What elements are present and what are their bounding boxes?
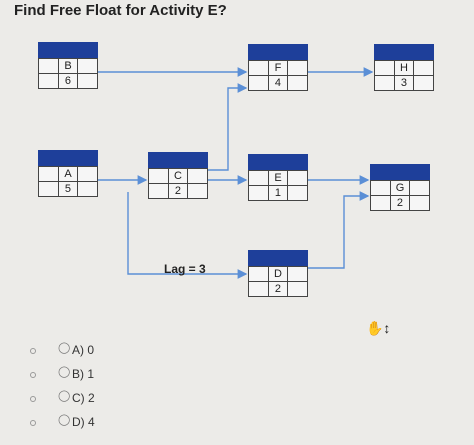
activity-name: G bbox=[389, 180, 411, 196]
activity-duration: 4 bbox=[267, 75, 289, 91]
node-header bbox=[248, 44, 308, 60]
option-label: B) 1 bbox=[72, 367, 95, 381]
activity-node-h: H 3 bbox=[374, 44, 434, 91]
node-header bbox=[38, 42, 98, 58]
activity-node-c: C 2 bbox=[148, 152, 208, 199]
activity-duration: 3 bbox=[393, 75, 415, 91]
activity-node-e: E 1 bbox=[248, 154, 308, 201]
radio-icon[interactable]: ◯ bbox=[58, 390, 71, 402]
question-title: Find Free Float for Activity E? bbox=[14, 2, 227, 19]
node-header bbox=[248, 250, 308, 266]
activity-name: E bbox=[267, 170, 289, 186]
activity-duration: 2 bbox=[167, 183, 189, 199]
option-c[interactable]: ◯ C) 2 bbox=[30, 388, 150, 406]
radio-icon[interactable]: ◯ bbox=[58, 414, 71, 426]
bullet-icon bbox=[30, 372, 36, 378]
option-d[interactable]: ◯ D) 4 bbox=[30, 412, 150, 430]
lag-label: Lag = 3 bbox=[164, 262, 206, 276]
node-header bbox=[374, 44, 434, 60]
activity-node-g: G 2 bbox=[370, 164, 430, 211]
activity-name: D bbox=[267, 266, 289, 282]
activity-name: F bbox=[267, 60, 289, 76]
option-label: C) 2 bbox=[72, 391, 95, 405]
arrow-c-d-lag bbox=[127, 192, 248, 279]
bullet-icon bbox=[30, 348, 36, 354]
activity-name: A bbox=[57, 166, 79, 182]
node-header bbox=[38, 150, 98, 166]
radio-icon[interactable]: ◯ bbox=[58, 342, 71, 354]
option-label: A) 0 bbox=[72, 343, 95, 357]
activity-duration: 2 bbox=[267, 281, 289, 297]
bullet-icon bbox=[30, 420, 36, 426]
node-header bbox=[370, 164, 430, 180]
arrow-d-g bbox=[308, 191, 370, 269]
activity-duration: 2 bbox=[389, 195, 411, 211]
arrow-c-f bbox=[208, 83, 248, 171]
option-a[interactable]: ◯ A) 0 bbox=[30, 340, 150, 358]
activity-name: B bbox=[57, 58, 79, 74]
activity-node-b: B 6 bbox=[38, 42, 98, 89]
activity-duration: 1 bbox=[267, 185, 289, 201]
radio-icon[interactable]: ◯ bbox=[58, 366, 71, 378]
activity-node-f: F 4 bbox=[248, 44, 308, 91]
hand-cursor-icon: ✋↕ bbox=[366, 320, 391, 336]
option-label: D) 4 bbox=[72, 415, 95, 429]
activity-node-a: A 5 bbox=[38, 150, 98, 197]
activity-name: C bbox=[167, 168, 189, 184]
activity-node-d: D 2 bbox=[248, 250, 308, 297]
activity-duration: 6 bbox=[57, 73, 79, 89]
option-b[interactable]: ◯ B) 1 bbox=[30, 364, 150, 382]
bullet-icon bbox=[30, 396, 36, 402]
activity-duration: 5 bbox=[57, 181, 79, 197]
node-header bbox=[248, 154, 308, 170]
activity-name: H bbox=[393, 60, 415, 76]
node-header bbox=[148, 152, 208, 168]
